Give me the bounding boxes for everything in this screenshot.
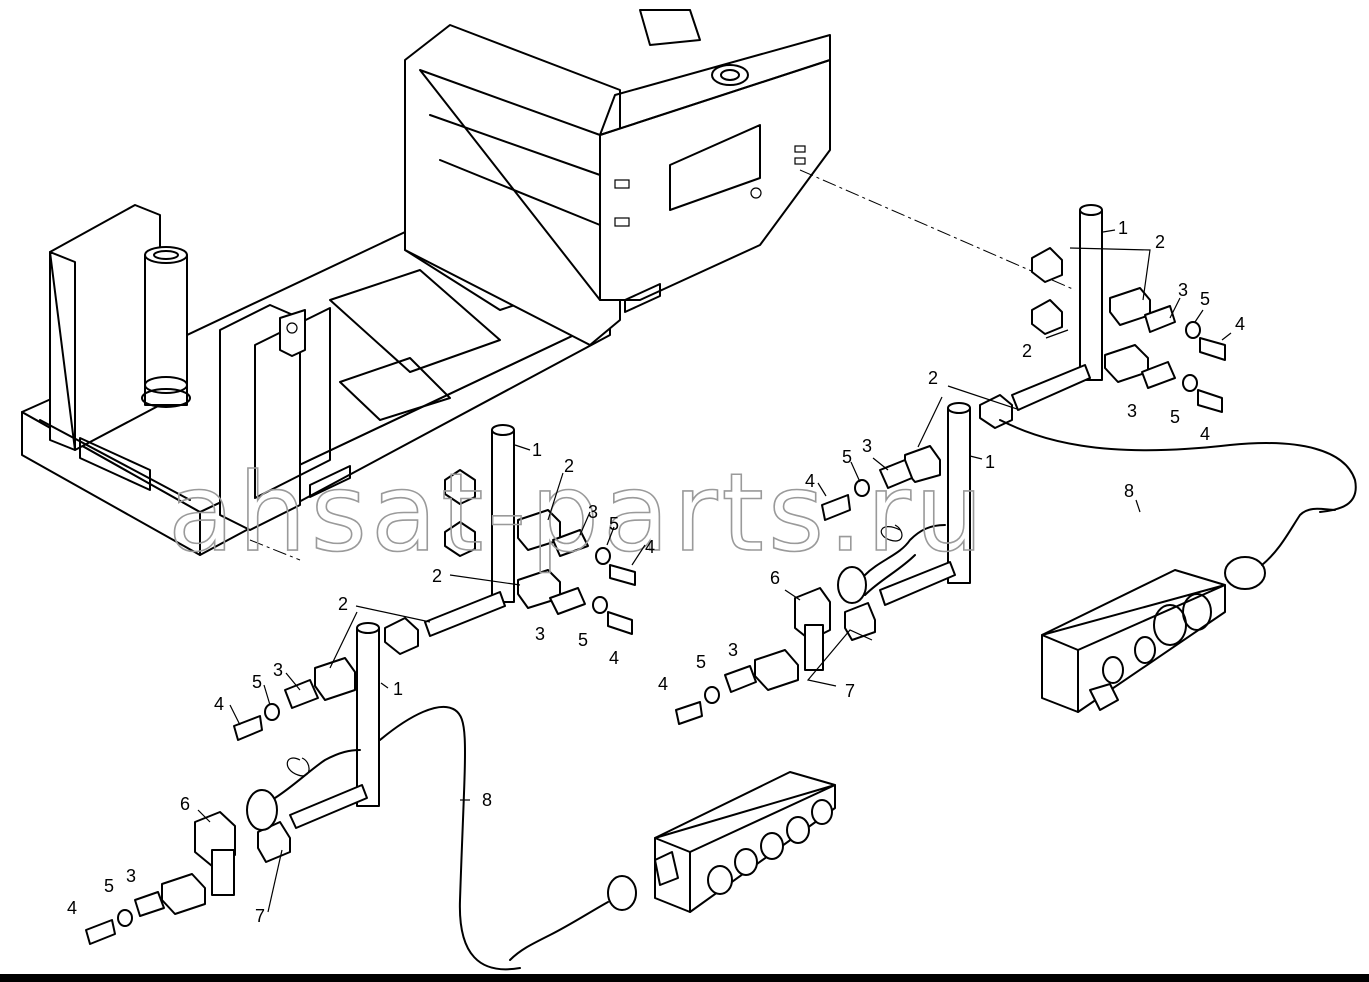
- callout-1: 1: [985, 452, 995, 472]
- callout-2: 2: [432, 566, 442, 586]
- callout-4: 4: [658, 674, 668, 694]
- callout-4: 4: [1235, 314, 1245, 334]
- callout-7: 7: [845, 681, 855, 701]
- callout-4: 4: [805, 471, 815, 491]
- callout-2: 2: [564, 456, 574, 476]
- callout-5: 5: [1170, 407, 1180, 427]
- callout-7: 7: [255, 906, 265, 926]
- callout-8: 8: [1124, 481, 1134, 501]
- callout-1: 1: [1118, 218, 1128, 238]
- callout-5: 5: [252, 672, 262, 692]
- bottom-border: [0, 974, 1369, 982]
- callout-2: 2: [928, 368, 938, 388]
- watermark-text: ahsat-parts.ru: [168, 451, 987, 576]
- callout-2: 2: [1155, 232, 1165, 252]
- callout-5: 5: [842, 447, 852, 467]
- callout-labels: 1 2 2 3 3 5 5 4 4 2 1 3 5 4 8 1 2 3 5 4 …: [67, 218, 1245, 926]
- callout-4: 4: [214, 694, 224, 714]
- callout-3: 3: [728, 640, 738, 660]
- callout-5: 5: [1200, 289, 1210, 309]
- callout-4: 4: [1200, 424, 1210, 444]
- callout-2: 2: [338, 594, 348, 614]
- callout-3: 3: [273, 660, 283, 680]
- leader-line: [799, 169, 1076, 291]
- callout-6: 6: [770, 568, 780, 588]
- callout-1: 1: [393, 679, 403, 699]
- callout-3: 3: [1127, 401, 1137, 421]
- leader-line: [249, 539, 301, 561]
- callout-3: 3: [588, 502, 598, 522]
- mount-post-assembly-left: [85, 622, 380, 945]
- callout-3: 3: [535, 624, 545, 644]
- callout-2: 2: [1022, 341, 1032, 361]
- callout-4: 4: [609, 648, 619, 668]
- callout-leaders: [197, 229, 1232, 913]
- callout-8: 8: [482, 790, 492, 810]
- control-box-right: [1041, 507, 1336, 713]
- callout-3: 3: [862, 436, 872, 456]
- callout-3: 3: [126, 866, 136, 886]
- callout-4: 4: [67, 898, 77, 918]
- callout-5: 5: [104, 876, 114, 896]
- mount-post-assembly-right-mid: [675, 402, 971, 725]
- callout-1: 1: [532, 440, 542, 460]
- machine-frame: [21, 9, 831, 556]
- callout-5: 5: [609, 514, 619, 534]
- callout-5: 5: [696, 652, 706, 672]
- mount-post-assembly-right: [979, 204, 1226, 429]
- mount-post-assembly-center: [384, 424, 636, 655]
- cable-harness: [286, 419, 1357, 971]
- callout-6: 6: [180, 794, 190, 814]
- callout-5: 5: [578, 630, 588, 650]
- callout-4: 4: [645, 537, 655, 557]
- callout-3: 3: [1178, 280, 1188, 300]
- control-box-center: [509, 771, 836, 961]
